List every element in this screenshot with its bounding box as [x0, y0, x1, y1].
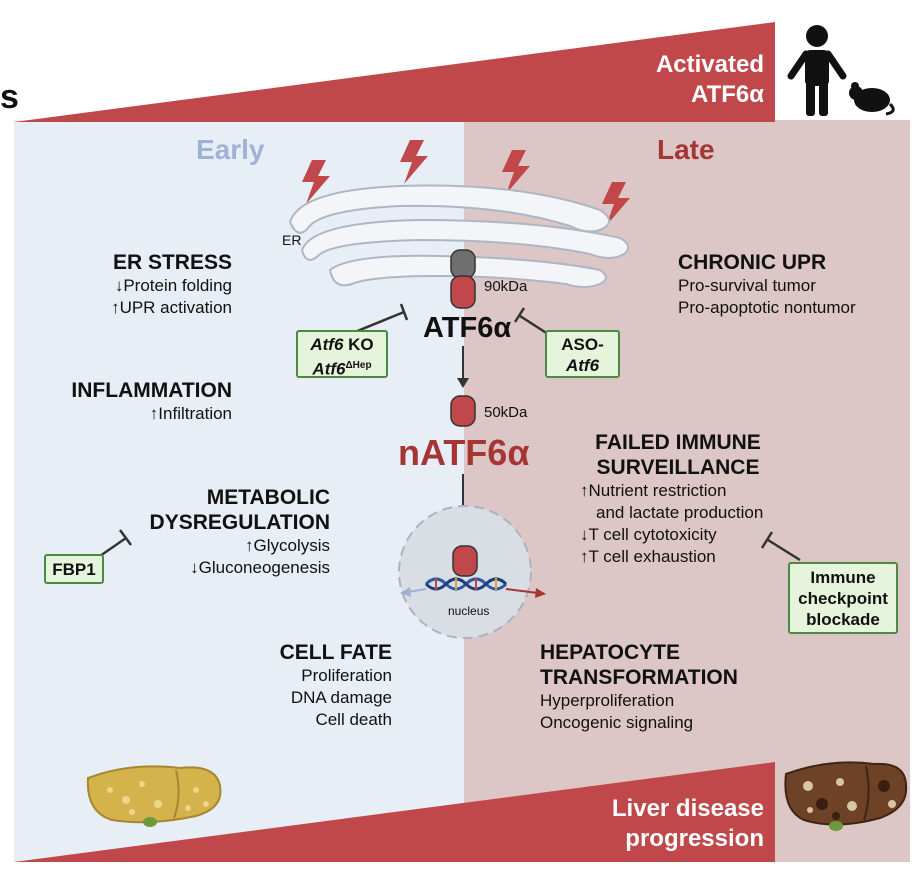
checkpoint-blockade-box: Immune checkpoint blockade — [788, 562, 898, 634]
inhibition-line — [519, 314, 549, 336]
immune-line: ↓T cell cytotoxicity — [580, 525, 717, 544]
atf6-90kda-protein — [450, 249, 476, 309]
checkpoint-line2: checkpoint — [798, 589, 888, 608]
inhibition-bar — [399, 303, 409, 321]
checkpoint-inhibition-line — [767, 538, 801, 562]
fbp1-box: FBP1 — [44, 554, 104, 584]
lightning-icon — [302, 160, 330, 204]
full-length-kda-label: 90kDa — [484, 278, 528, 295]
immune-line: and lactate production — [596, 503, 764, 522]
atf6-ko-box: Atf6 KO Atf6ΔHep — [296, 330, 388, 379]
mouse-icon — [849, 82, 895, 116]
top-banner-line2: ATF6α — [691, 81, 764, 108]
metabolic-title2: DYSREGULATION — [149, 511, 330, 534]
cell-fate-line: DNA damage — [290, 688, 392, 707]
immune-line: ↑T cell exhaustion — [580, 547, 716, 566]
cell-fate-block: CELL FATE Proliferation DNA damage Cell … — [210, 640, 392, 731]
inflammation-title: INFLAMMATION — [71, 379, 232, 402]
checkpoint-line1: Immune — [810, 568, 876, 587]
bottom-banner-line1: Liver disease — [611, 795, 764, 822]
hepatocyte-line: Hyperproliferation — [540, 691, 675, 710]
er-stress-title: ER STRESS — [112, 251, 232, 274]
immune-title2: SURVEILLANCE — [596, 456, 760, 479]
cell-fate-line: Cell death — [315, 710, 392, 729]
atf6a-label: ATF6α — [423, 312, 512, 344]
er-stress-line: ↓Protein folding — [114, 276, 232, 295]
atf6-ko-suffix: KO — [343, 335, 374, 354]
aso-atf6-box: ASO- Atf6 — [545, 330, 620, 378]
checkpoint-inhibition-bar — [760, 531, 774, 549]
cropped-text: s — [0, 78, 19, 116]
human-icon — [787, 25, 847, 116]
inflammation-block: INFLAMMATION ↑Infiltration — [20, 378, 232, 425]
top-banner-line1: Activated — [655, 51, 764, 78]
lightning-icon — [602, 182, 630, 226]
metabolic-line: ↓Gluconeogenesis — [190, 558, 330, 577]
cell-fate-line: Proliferation — [301, 666, 392, 685]
natf6a-label: nATF6α — [398, 432, 530, 473]
immune-line: ↑Nutrient restriction — [580, 481, 727, 500]
aso-line1: ASO- — [561, 335, 604, 354]
chronic-upr-line: Pro-apoptotic nontumor — [678, 298, 856, 317]
natf6-50kda-protein — [450, 395, 476, 427]
cleaved-kda-label: 50kDa — [484, 404, 528, 421]
aso-gene: Atf6 — [565, 356, 600, 375]
hepatocyte-line: Oncogenic signaling — [540, 713, 694, 732]
nucleus-label: nucleus — [448, 604, 490, 618]
fbp1-inhibition-bar — [118, 529, 133, 546]
immune-block: FAILED IMMUNE SURVEILLANCE ↑Nutrient res… — [578, 430, 798, 568]
hepatocyte-title2: TRANSFORMATION — [540, 666, 738, 689]
metabolic-title1: METABOLIC — [206, 486, 330, 509]
nuclear-atf6-protein — [452, 545, 478, 577]
lightning-icon — [502, 150, 530, 194]
inflammation-line: ↑Infiltration — [149, 404, 232, 423]
late-direction-arrow — [505, 588, 539, 594]
er-stress-line: ↑UPR activation — [111, 298, 232, 317]
atf6-hep-sup: ΔHep — [345, 360, 372, 371]
er-label: ER — [282, 232, 302, 248]
late-header: Late — [657, 134, 715, 165]
bottom-banner-line2: progression — [625, 825, 764, 852]
liver-icon — [784, 761, 908, 831]
cell-fate-title: CELL FATE — [279, 641, 392, 664]
fbp1-inhibition-line — [99, 536, 127, 558]
chronic-upr-block: CHRONIC UPR Pro-survival tumor Pro-apopt… — [678, 250, 910, 319]
bottom-triangle — [14, 762, 775, 862]
liver-icon — [86, 765, 222, 827]
lightning-icon — [400, 140, 428, 184]
checkpoint-line3: blockade — [806, 610, 880, 629]
chronic-upr-title: CHRONIC UPR — [678, 251, 827, 274]
inhibition-bar — [513, 307, 526, 323]
top-triangle — [14, 22, 775, 122]
metabolic-block: METABOLIC DYSREGULATION ↑Glycolysis ↓Glu… — [120, 485, 330, 579]
early-direction-arrow — [407, 588, 427, 593]
hepatocyte-title1: HEPATOCYTE — [540, 641, 681, 664]
metabolic-line: ↑Glycolysis — [244, 536, 330, 555]
er-stress-block: ER STRESS ↓Protein folding ↑UPR activati… — [60, 250, 232, 319]
hepatocyte-block: HEPATOCYTE TRANSFORMATION Hyperprolifera… — [540, 640, 780, 734]
atf6-hep-gene: Atf6 — [312, 359, 346, 379]
bottom-banner-label: Liver disease progression — [540, 794, 764, 854]
atf6-ko-gene: Atf6 — [310, 335, 344, 354]
early-header: Early — [196, 134, 265, 165]
early-panel — [14, 120, 464, 862]
dna-icon — [424, 577, 508, 591]
immune-title1: FAILED IMMUNE — [595, 431, 761, 454]
top-banner-label: Activated ATF6α — [560, 50, 764, 110]
chronic-upr-line: Pro-survival tumor — [678, 276, 816, 295]
